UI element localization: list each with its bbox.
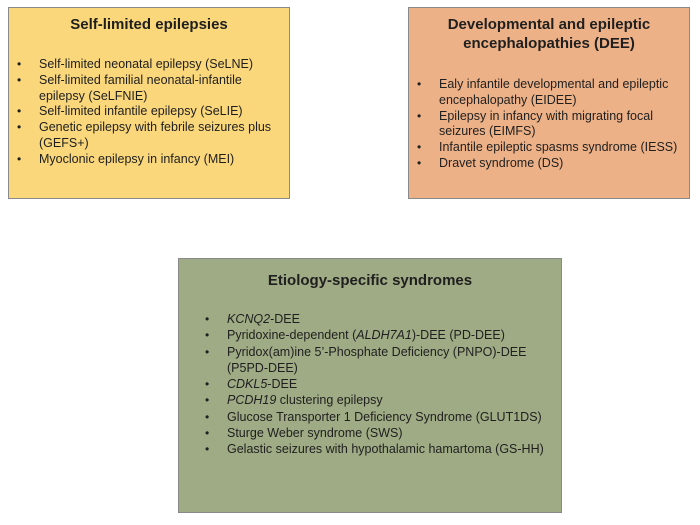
list-item-text: -DEE bbox=[267, 377, 298, 392]
bullet-icon: • bbox=[205, 377, 210, 392]
list-item-text: Self-limited neonatal epilepsy (SeLNE) bbox=[39, 57, 253, 71]
gene-name-text: ALDH7A1 bbox=[356, 328, 412, 343]
bullet-icon: • bbox=[205, 393, 210, 408]
list-item: • Sturge Weber syndrome (SWS) bbox=[179, 425, 561, 441]
list-item: • Pyridox(am)ine 5’-Phosphate Deficiency … bbox=[179, 344, 561, 377]
bullet-icon: • bbox=[205, 344, 210, 359]
list-item: • Dravet syndrome (DS) bbox=[409, 156, 689, 172]
bullet-icon: • bbox=[205, 409, 210, 424]
list-item-text: Sturge Weber syndrome (SWS) bbox=[227, 426, 403, 441]
list-item: • Self-limited infantile epilepsy (SeLIE) bbox=[9, 104, 289, 120]
list-item: • CDKL5-DEE bbox=[179, 376, 561, 392]
list-item-text: Pyridoxine-dependent ( bbox=[227, 328, 357, 343]
list-item: • KCNQ2-DEE bbox=[179, 311, 561, 327]
list-item-text: )-DEE (PD-DEE) bbox=[411, 328, 505, 343]
list-item: • Genetic epilepsy with febrile seizures … bbox=[9, 120, 289, 152]
list-item: • Glucose Transporter 1 Deficiency Syndro… bbox=[179, 409, 561, 425]
list-item: • Myoclonic epilepsy in infancy (MEI) bbox=[9, 152, 289, 168]
list-item-text: Epilepsy in infancy with migrating focal… bbox=[439, 108, 653, 139]
list-item-text: Pyridox(am)ine 5’-Phosphate Deficiency (… bbox=[227, 344, 527, 375]
list-item: • Pyridoxine-dependent (ALDH7A1)-DEE (PD-… bbox=[179, 327, 561, 343]
dee-title: Developmental and epileptic encephalopat… bbox=[447, 16, 651, 52]
bullet-icon: • bbox=[17, 57, 22, 71]
list-item: • PCDH19 clustering epilepsy bbox=[179, 392, 561, 408]
dee-list: • Ealy infantile developmental and epilep… bbox=[409, 77, 689, 172]
etiology-specific-syndromes-box: Etiology-specific syndromes •KCNQ2-DEE•P… bbox=[178, 258, 562, 513]
list-item-text: Self-limited familial neonatal-infantile… bbox=[39, 72, 242, 103]
bullet-icon: • bbox=[17, 72, 22, 87]
list-item: • Self-limited familial neonatal-infantil… bbox=[9, 73, 289, 105]
bullet-icon: • bbox=[17, 120, 22, 135]
etiology-specific-syndromes-title: Etiology-specific syndromes bbox=[267, 272, 473, 289]
list-item-text: Infantile epileptic spasms syndrome (IES… bbox=[439, 140, 678, 155]
bullet-icon: • bbox=[205, 426, 210, 441]
list-item-text: Myoclonic epilepsy in infancy (MEI) bbox=[39, 151, 235, 166]
bullet-icon: • bbox=[417, 155, 422, 170]
bullet-icon: • bbox=[205, 442, 210, 457]
bullet-icon: • bbox=[417, 108, 422, 123]
bullet-icon: • bbox=[417, 77, 422, 91]
list-item-text: Dravet syndrome (DS) bbox=[439, 155, 564, 170]
self-limited-epilepsies-title: Self-limited epilepsies bbox=[70, 16, 228, 33]
list-item: • Epilepsy in infancy with migrating foca… bbox=[409, 109, 689, 141]
list-item-text: Ealy infantile developmental and epilept… bbox=[439, 77, 669, 107]
list-item-text: Self-limited infantile epilepsy (SeLIE) bbox=[39, 104, 243, 119]
list-item: • Infantile epileptic spasms syndrome (IE… bbox=[409, 140, 689, 156]
list-item-text: -DEE bbox=[270, 312, 300, 326]
bullet-icon: • bbox=[205, 312, 210, 326]
list-item: • Gelastic seizures with hypothalamic ham… bbox=[179, 441, 561, 457]
bullet-icon: • bbox=[417, 140, 422, 155]
etiology-specific-syndromes-list: •KCNQ2-DEE•Pyridoxine-dependent (ALDH7A1… bbox=[179, 311, 561, 458]
gene-name-text: CDKL5 bbox=[227, 377, 268, 392]
gene-name-text: KCNQ2 bbox=[227, 312, 271, 326]
bullet-icon: • bbox=[17, 104, 22, 119]
gene-name-text: PCDH19 bbox=[227, 393, 277, 408]
list-item-text: Glucose Transporter 1 Deficiency Syndrom… bbox=[227, 409, 542, 424]
list-item: • Self-limited neonatal epilepsy (SeLNE) bbox=[9, 57, 289, 73]
self-limited-epilepsies-box: Self-limited epilepsies • Self-limited ne… bbox=[8, 7, 290, 199]
list-item: • Ealy infantile developmental and epilep… bbox=[409, 77, 689, 109]
self-limited-epilepsies-list: •Self-limited neonatal epilepsy (SeLNE)•… bbox=[9, 57, 289, 168]
bullet-icon: • bbox=[17, 151, 22, 166]
list-item-text: Genetic epilepsy with febrile seizures p… bbox=[39, 120, 272, 150]
bullet-icon: • bbox=[205, 328, 210, 343]
list-item-text: Gelastic seizures with hypothalamic hama… bbox=[227, 442, 544, 457]
dee-box: Developmental and epileptic encephalopat… bbox=[408, 7, 690, 199]
list-item-text: clustering epilepsy bbox=[276, 393, 383, 408]
